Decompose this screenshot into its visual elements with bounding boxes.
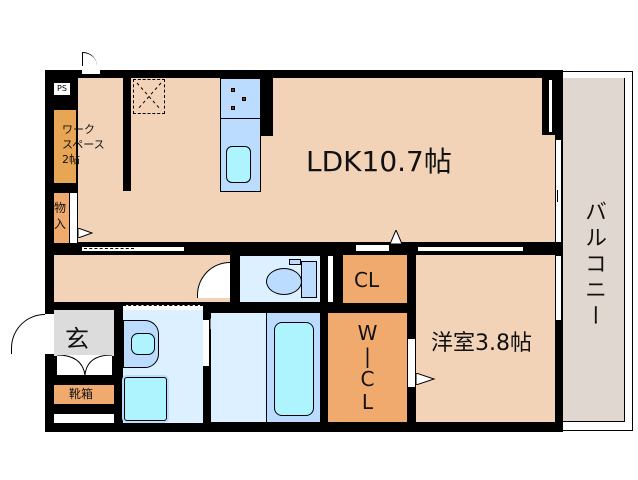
ldk-sliding-door-dash [84, 248, 134, 249]
balcony [563, 78, 625, 422]
storage-label: 物 入 [54, 200, 66, 232]
western-room-label: 洋室3.8帖 [431, 331, 532, 356]
shoe-box-shelf [54, 414, 114, 423]
workspace [54, 110, 76, 183]
western-sliding-door[interactable] [418, 246, 523, 252]
door-arrow-icon [356, 245, 389, 251]
top-door-swing [82, 52, 97, 66]
closet-label: CL [354, 268, 380, 292]
bathtub-icon [274, 322, 314, 416]
balcony-label: バルコニー [581, 200, 606, 330]
shoe-box-label: 靴箱 [69, 387, 94, 401]
entrance-label: 玄 [65, 325, 89, 353]
kitchen-wall [261, 78, 273, 136]
ldk-sliding-door[interactable] [82, 246, 184, 252]
toilet-tank-icon [301, 261, 317, 298]
sink-icon [226, 146, 251, 183]
toilet-lid-icon [289, 259, 301, 265]
burner-icon [242, 97, 246, 101]
workspace-label: ワーク スペース 2帖 [62, 122, 105, 167]
storage-door[interactable] [70, 193, 77, 243]
entrance-door[interactable] [45, 314, 54, 354]
stove-divider [220, 118, 261, 119]
burner-icon [231, 106, 235, 110]
wic-label-bar: | [364, 344, 371, 368]
wic-label-l: L [361, 390, 374, 414]
shoe-box [54, 385, 114, 404]
wic-door[interactable] [408, 339, 415, 387]
western-window[interactable] [555, 256, 562, 320]
washbasin-bowl-icon [131, 333, 155, 355]
ldk-label: LDK10.7帖 [306, 145, 452, 178]
shoebox-door-icon [57, 355, 112, 375]
door-arrow-icon [416, 373, 436, 385]
ldk-window[interactable] [555, 140, 562, 242]
storage-label-line1: 物 [54, 201, 67, 215]
storage [54, 193, 69, 243]
burner-icon [231, 88, 235, 92]
workspace-label-line3: 2帖 [62, 153, 80, 166]
ceiling-hatch-x-icon [136, 82, 162, 111]
pipe-space: PS [54, 83, 70, 95]
shoe-area [57, 355, 112, 375]
window-mark [557, 190, 558, 202]
closet [343, 255, 407, 303]
door-arrow-icon [390, 230, 402, 245]
door-arrow-icon [78, 228, 94, 238]
walk-in-closet-label: W | C L [328, 322, 407, 414]
ceiling-hatch [133, 79, 165, 114]
entrance-door-swing [11, 314, 45, 354]
wic-label-c: C [360, 367, 375, 391]
toilet-window [328, 256, 333, 302]
washing-machine-icon [124, 377, 167, 421]
entrance [54, 310, 114, 356]
workspace-label-line2: スペース [62, 138, 105, 151]
storage-label-line2: 入 [54, 217, 67, 231]
walk-in-closet [328, 313, 407, 422]
washroom-sliding-door[interactable] [123, 305, 203, 310]
western-room [416, 255, 555, 422]
workspace-label-line1: ワーク [62, 123, 95, 136]
toilet-bowl-icon [266, 268, 302, 295]
top-door[interactable] [82, 66, 100, 74]
bath-door[interactable] [203, 320, 209, 366]
bathroom [211, 313, 266, 422]
wic-label-w: W [357, 321, 378, 345]
partition-wall [123, 78, 131, 191]
ldk-window-upper [549, 80, 552, 132]
